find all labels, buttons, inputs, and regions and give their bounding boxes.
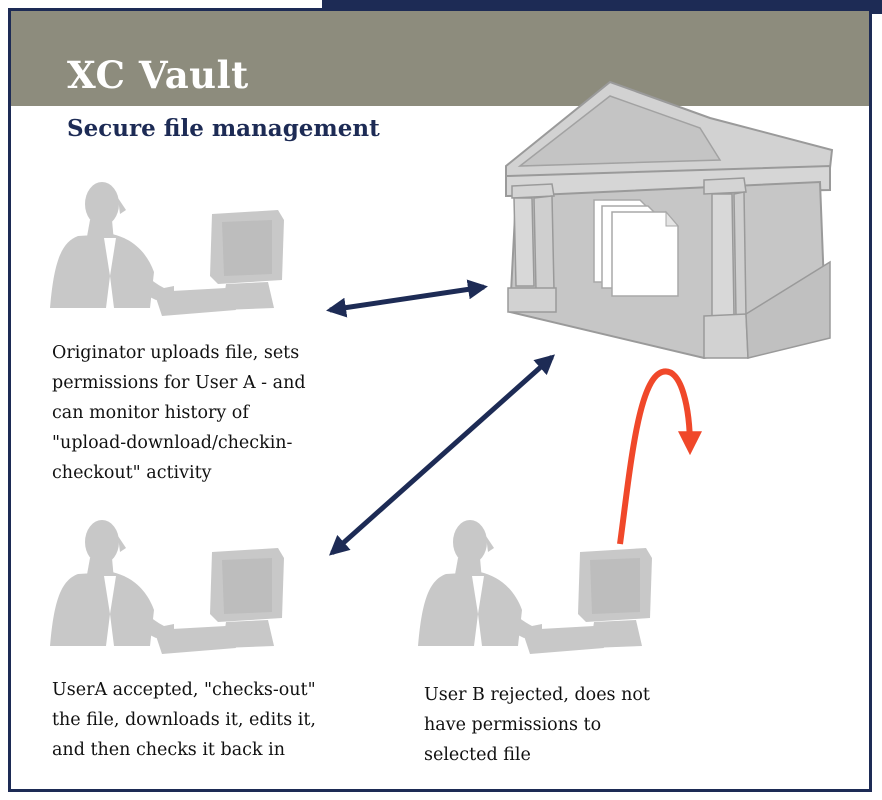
originator-vault-arrow xyxy=(326,279,488,318)
header-band xyxy=(11,11,869,106)
originator-caption: Originator uploads file, sets permission… xyxy=(52,343,306,483)
file-stack-icon xyxy=(593,199,680,297)
user-a-caption: UserA accepted, "checks-out" the file, d… xyxy=(52,680,316,760)
user-a-vault-arrow xyxy=(329,354,555,556)
user-b-icon xyxy=(418,520,652,654)
rejected-arrow xyxy=(617,368,702,545)
page-title: XC Vault xyxy=(67,53,249,97)
vault-building-icon xyxy=(505,80,834,360)
originator-user-icon xyxy=(50,182,284,316)
page-subtitle: Secure file management xyxy=(67,115,380,142)
user-a-icon xyxy=(50,520,284,654)
user-b-caption: User B rejected, does not have permissio… xyxy=(424,685,650,765)
